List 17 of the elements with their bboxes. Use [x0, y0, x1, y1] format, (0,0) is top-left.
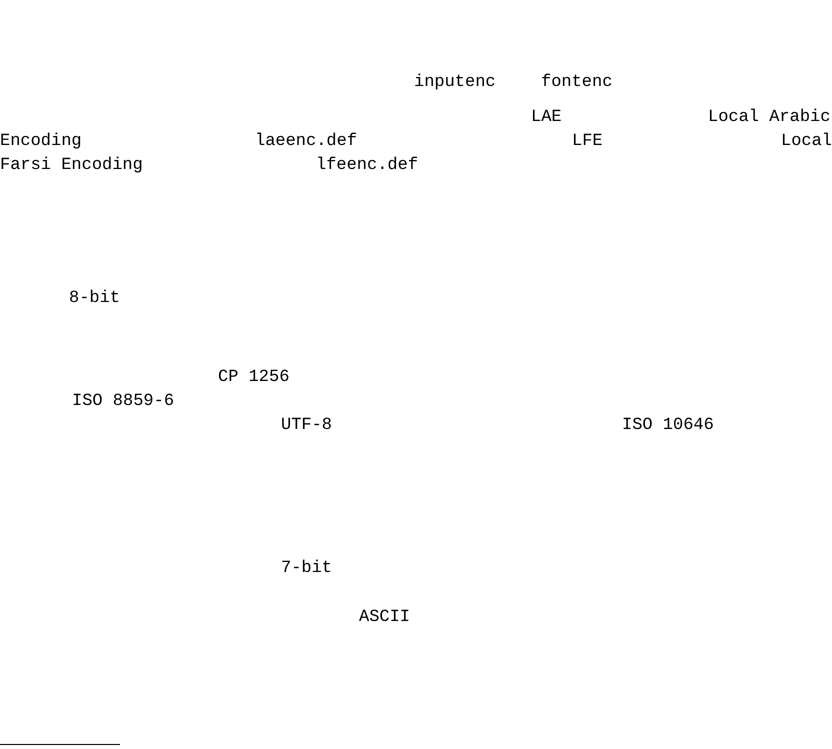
code-term: lfeenc.def: [316, 156, 418, 176]
code-term: ISO 8859-6: [72, 392, 174, 412]
code-term: ISO 10646: [622, 416, 714, 436]
code-term: 8-bit: [69, 289, 120, 309]
code-term: UTF-8: [281, 416, 332, 436]
code-term: ASCII: [359, 608, 410, 628]
code-term: Local Arabic: [708, 108, 830, 128]
code-term: Encoding: [0, 132, 82, 152]
code-term: inputenc: [414, 73, 496, 93]
code-term: LAE: [531, 108, 562, 128]
code-term: Farsi Encoding: [0, 156, 143, 176]
code-term: fontenc: [541, 73, 612, 93]
code-term: CP 1256: [218, 368, 290, 388]
code-term: 7-bit: [281, 559, 332, 579]
code-term: laeenc.def: [255, 132, 358, 152]
code-term: LFE: [572, 132, 603, 152]
code-term: Local: [781, 132, 832, 152]
